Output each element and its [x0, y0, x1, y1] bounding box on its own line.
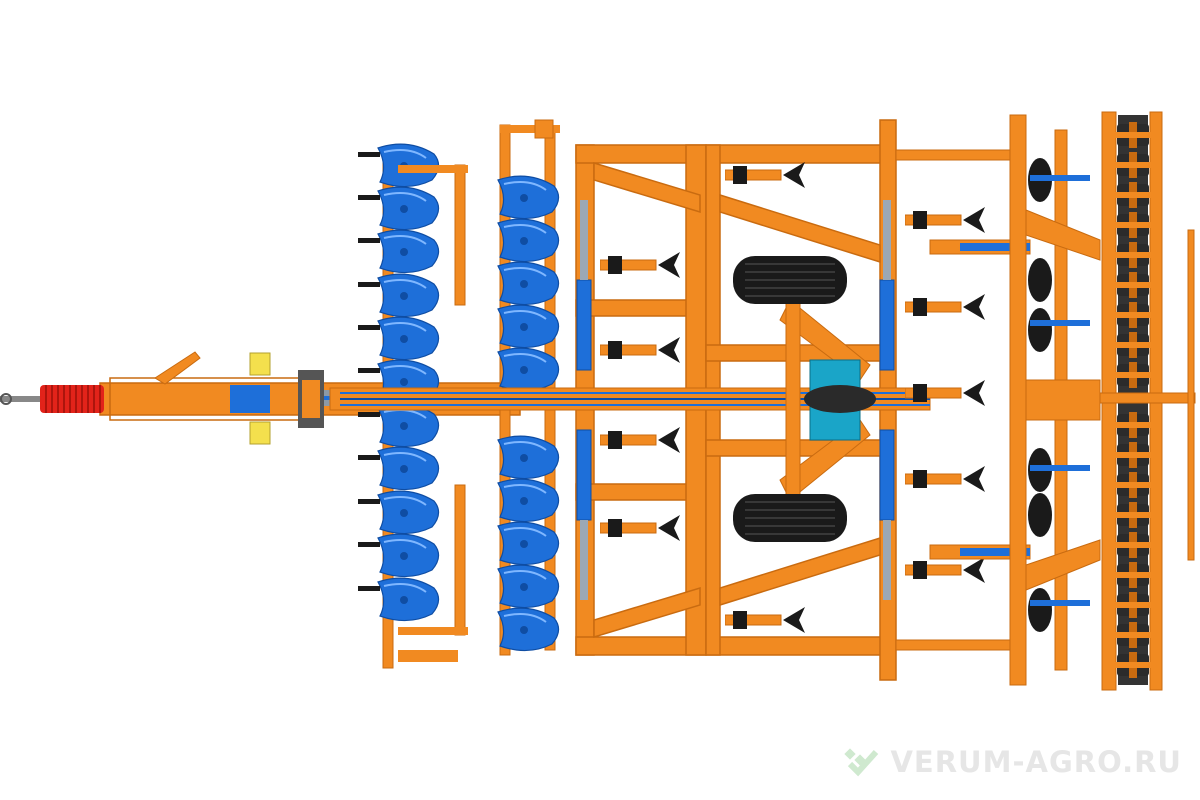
- packer-roller: [1099, 111, 1196, 691]
- axle-hub: [804, 359, 876, 441]
- wheel-upper: [733, 256, 847, 304]
- warning-plates: [249, 352, 271, 445]
- drawbar-jack: [298, 370, 324, 428]
- logo-icon: [844, 748, 879, 777]
- transport-wheels: [733, 256, 876, 542]
- watermark-text: VERUM-AGRO.RU: [890, 745, 1182, 779]
- hydraulic-hose-coil: [40, 385, 104, 413]
- hitch-ring: [0, 393, 40, 405]
- wheel-lower: [733, 494, 847, 542]
- hydraulic-cylinders: [576, 200, 895, 600]
- watermark: VERUM-AGRO.RU: [842, 744, 1182, 780]
- rear-leveling-section: [895, 114, 1101, 686]
